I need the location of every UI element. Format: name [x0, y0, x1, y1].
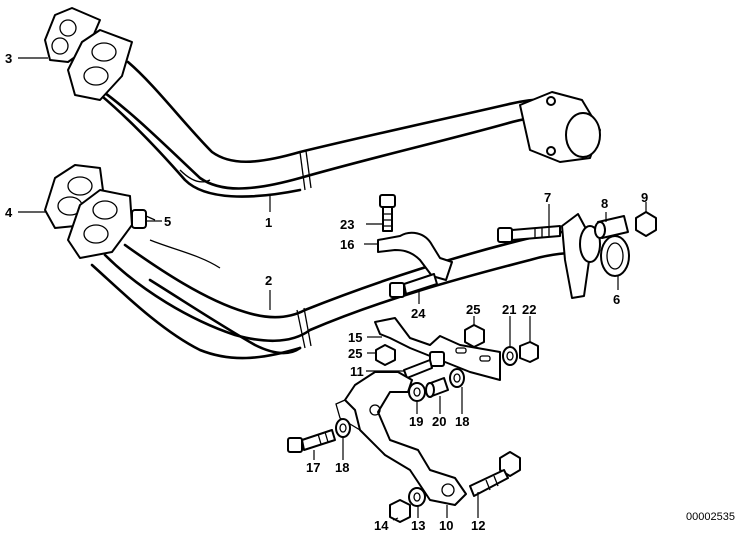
label-21: 21 — [502, 302, 516, 317]
washer-18-upper — [449, 368, 465, 388]
seal-ring — [600, 235, 630, 277]
label-23: 23 — [340, 217, 354, 232]
bracket-15 — [374, 317, 501, 381]
label-16: 16 — [340, 237, 354, 252]
nut-9 — [635, 211, 657, 237]
sleeve-8 — [594, 215, 629, 239]
washer-13 — [408, 487, 426, 507]
gasket-upper — [44, 7, 133, 101]
washer-21 — [502, 346, 518, 366]
bracket-10 — [335, 371, 467, 506]
nut-22 — [519, 341, 539, 363]
bolt-7 — [497, 225, 561, 243]
label-18-upper: 18 — [455, 414, 469, 429]
label-12: 12 — [471, 518, 485, 533]
gasket-lower — [44, 164, 133, 259]
label-25-upper: 25 — [466, 302, 480, 317]
label-8: 8 — [601, 196, 608, 211]
flange-hole-icon — [546, 146, 556, 156]
nut-25-upper — [464, 324, 485, 348]
label-10: 10 — [439, 518, 453, 533]
label-1: 1 — [265, 215, 272, 230]
front-pipe-upper — [73, 60, 601, 198]
diagram-reference-number: 00002535 — [686, 511, 735, 523]
bolt-17 — [287, 429, 336, 453]
label-15: 15 — [348, 330, 362, 345]
label-13: 13 — [411, 518, 425, 533]
bracket-16 — [377, 231, 453, 281]
pipe-end-flange — [561, 213, 630, 299]
label-20: 20 — [432, 414, 446, 429]
label-19: 19 — [409, 414, 423, 429]
label-4: 4 — [5, 205, 13, 220]
label-2: 2 — [265, 273, 272, 288]
front-pipe-lower — [90, 230, 587, 360]
label-5: 5 — [164, 214, 171, 229]
nut-25-lower — [375, 344, 396, 366]
label-18-lower: 18 — [335, 460, 349, 475]
label-7: 7 — [544, 190, 551, 205]
spacer-20 — [425, 377, 449, 398]
leader-lines — [18, 57, 647, 521]
label-14: 14 — [374, 518, 389, 533]
clamp-small — [131, 209, 156, 229]
outlet-opening — [565, 112, 601, 158]
label-9: 9 — [641, 190, 648, 205]
label-3: 3 — [5, 51, 12, 66]
label-6: 6 — [613, 292, 620, 307]
label-11: 11 — [350, 364, 364, 379]
washer-18-lower — [335, 418, 351, 438]
label-22: 22 — [522, 302, 536, 317]
label-17: 17 — [306, 460, 320, 475]
flange-hole-icon — [546, 96, 556, 106]
washer-19 — [408, 382, 426, 402]
bolt-11 — [403, 351, 445, 379]
bolt-24 — [389, 273, 438, 298]
bolt-23 — [379, 194, 396, 232]
nut-14 — [389, 499, 411, 523]
label-24: 24 — [411, 306, 426, 321]
bolt-12 — [469, 451, 521, 497]
label-25-lower: 25 — [348, 346, 362, 361]
